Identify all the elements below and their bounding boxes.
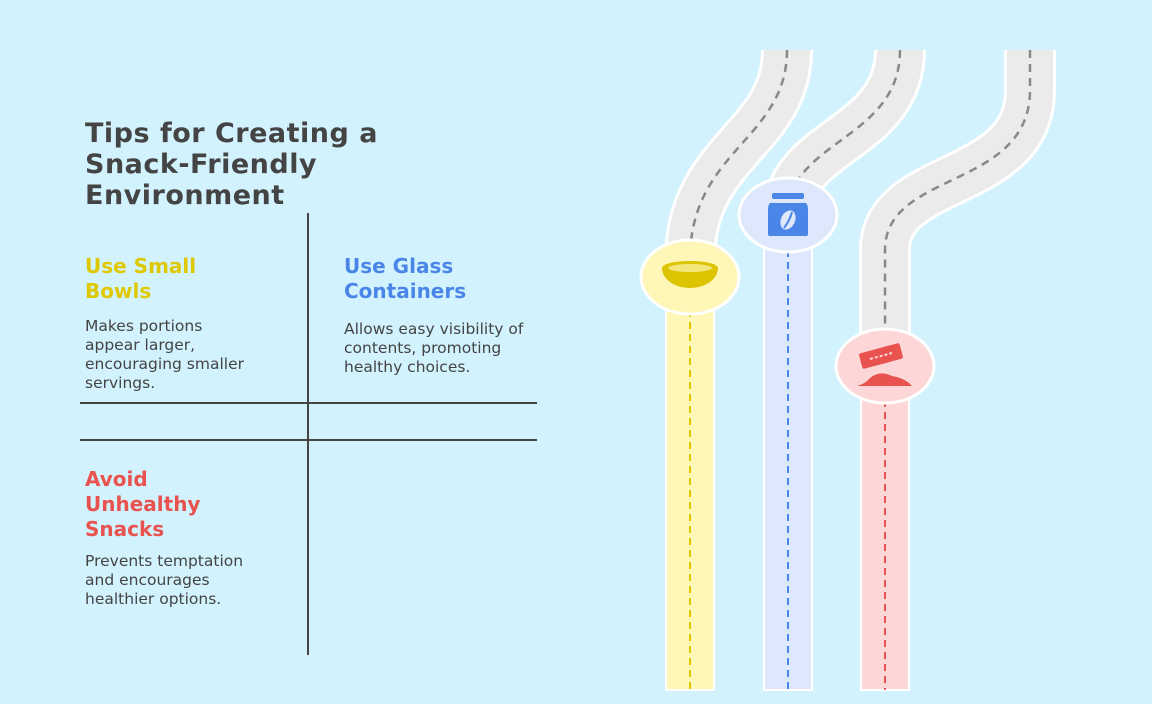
tip-heading: Use Small Bowls	[85, 254, 197, 303]
bowl-icon	[639, 238, 741, 316]
road-red	[859, 50, 1056, 691]
tip-heading: Avoid Unhealthy Snacks	[85, 467, 201, 541]
horizontal-divider	[80, 439, 537, 441]
tip-glass-containers: Use Glass Containers Allows easy visibil…	[344, 254, 544, 377]
tip-small-bowls: Use Small Bowls Makes portions appear la…	[85, 254, 285, 393]
tip-description: Prevents temptation and encourages healt…	[85, 552, 244, 608]
tip-heading: Use Glass Containers	[344, 254, 467, 303]
jar-icon	[737, 176, 839, 254]
vertical-divider	[307, 213, 309, 655]
tip-description: Allows easy visibility of contents, prom…	[344, 320, 524, 376]
page-title: Tips for Creating a Snack-Friendly Envir…	[85, 118, 378, 211]
tip-description: Makes portions appear larger, encouragin…	[85, 317, 244, 392]
razor-blade-icon	[834, 327, 936, 405]
horizontal-divider	[80, 402, 537, 404]
tip-avoid-unhealthy: Avoid Unhealthy Snacks Prevents temptati…	[85, 467, 285, 609]
road-yellow	[664, 48, 813, 691]
